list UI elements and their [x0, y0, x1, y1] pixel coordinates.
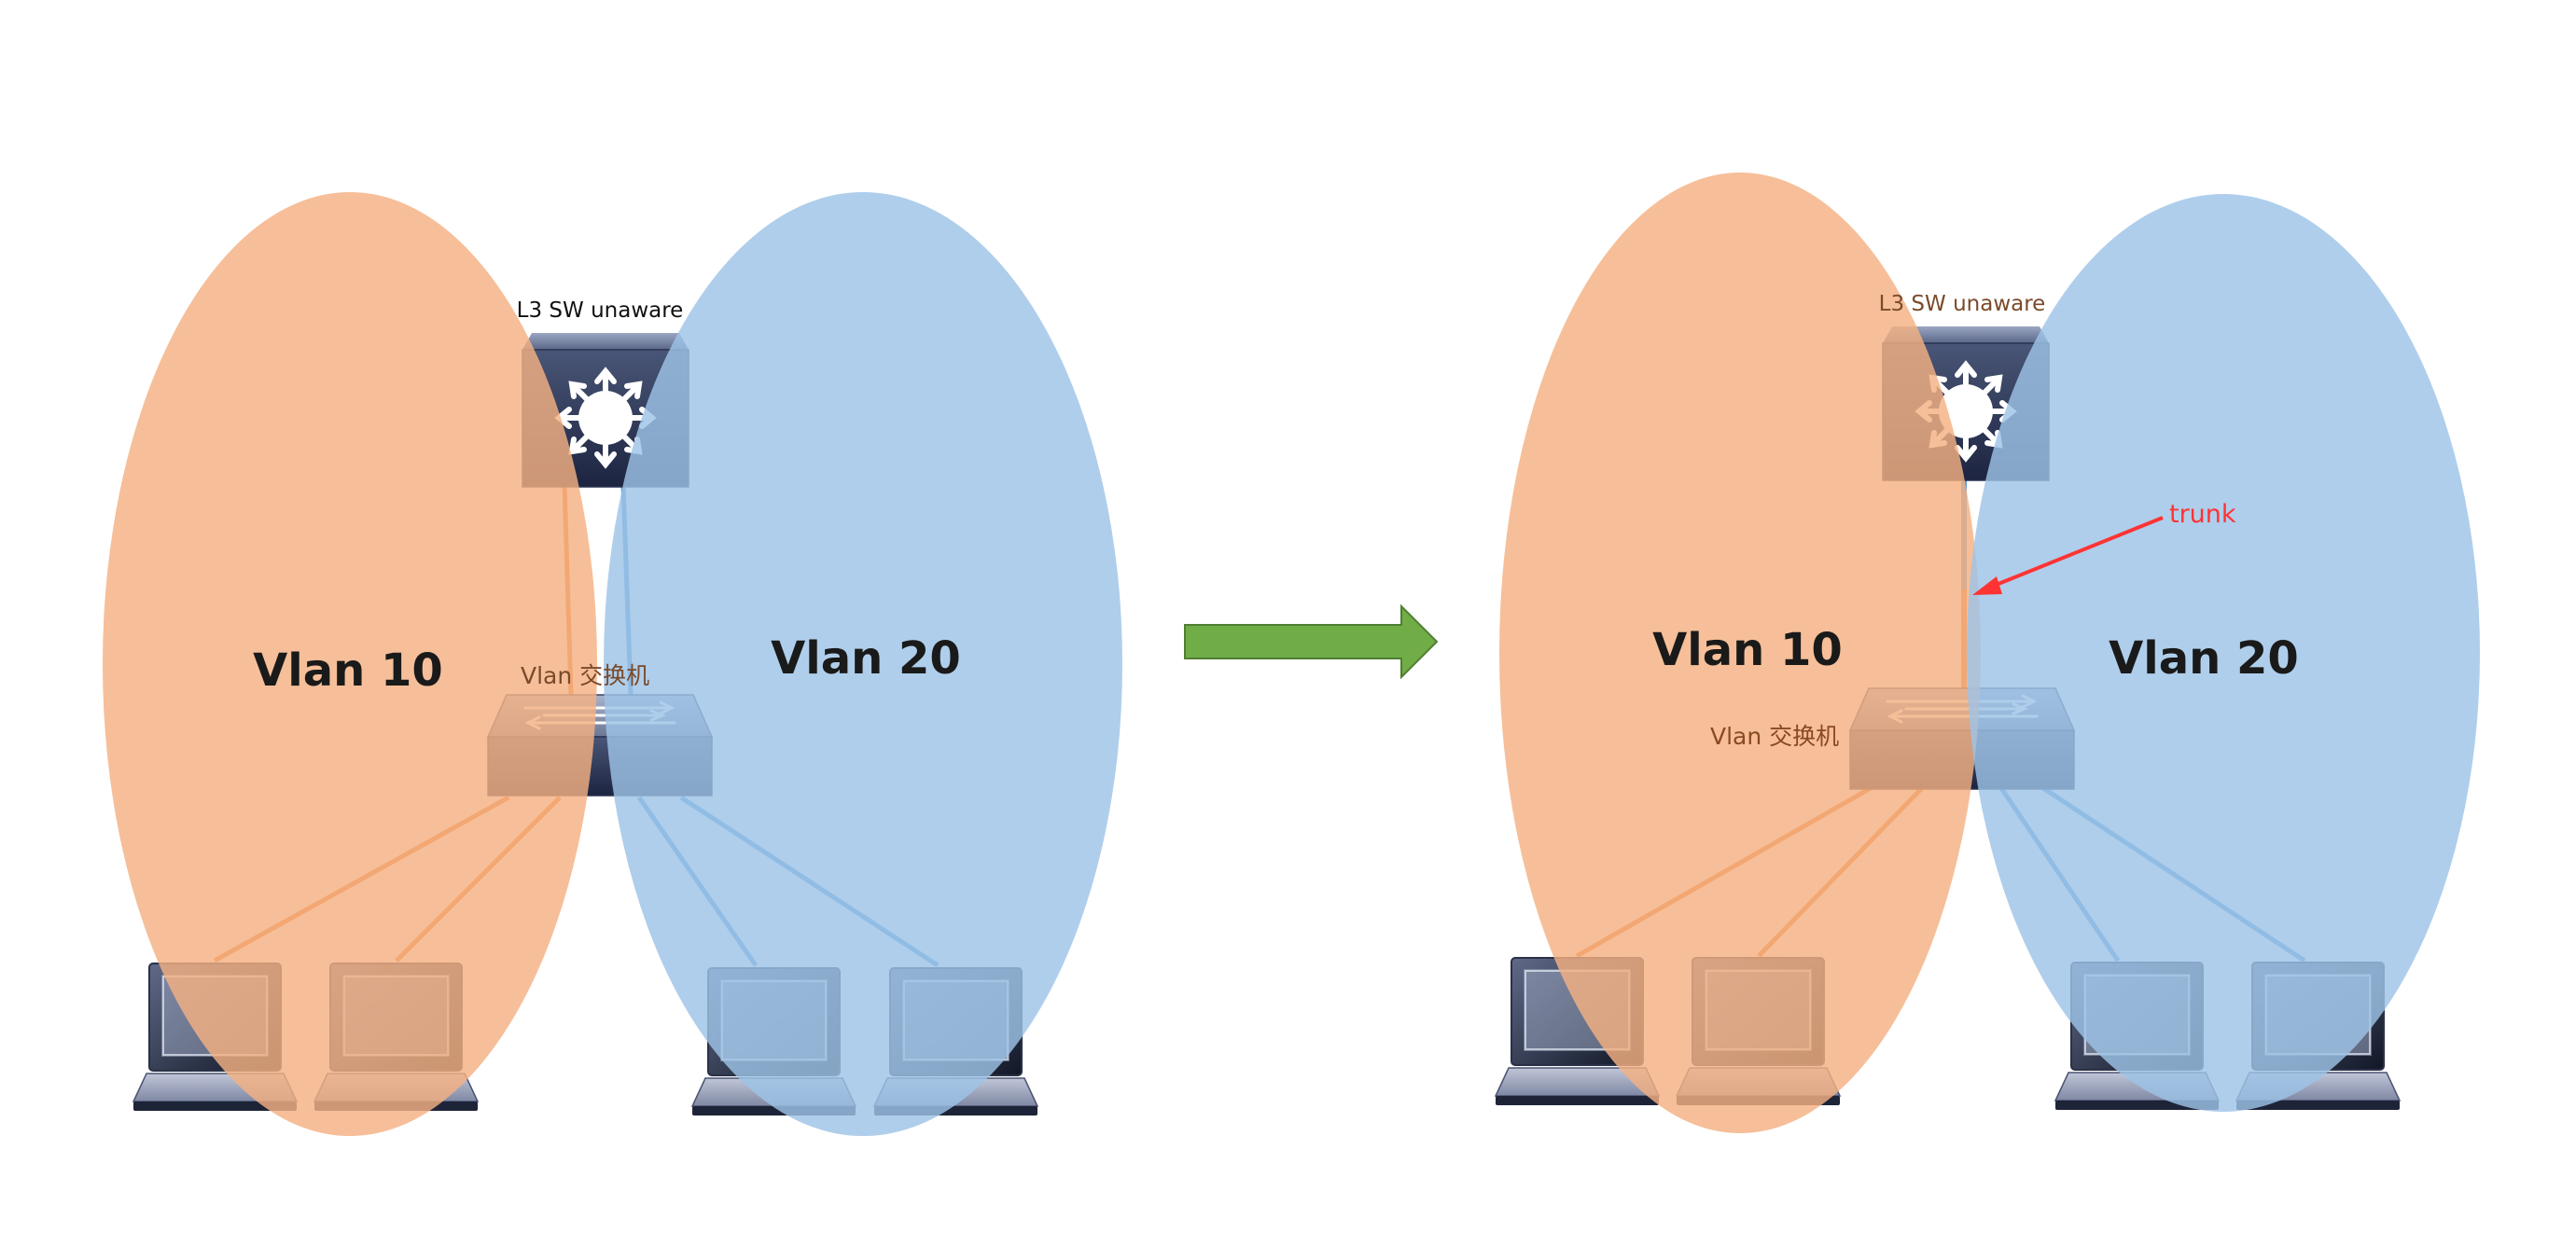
vlan-switch-label: Vlan 交换机: [1710, 723, 1839, 750]
vlan10-region: [1499, 173, 1981, 1133]
l3-switch-label: L3 SW unaware: [517, 298, 684, 323]
trunk-arrowhead-icon: [1972, 576, 2002, 595]
l3-switch-label: L3 SW unaware: [1879, 292, 2046, 316]
vlan10-label: Vlan 10: [1652, 624, 1843, 676]
vlan20-label: Vlan 20: [771, 632, 961, 685]
vlan20-label: Vlan 20: [2109, 632, 2299, 685]
diagram-after: Vlan 10 Vlan 20 L3 SW unaware Vlan 交换机 t…: [1495, 173, 2480, 1133]
vlan20-region: [604, 192, 1122, 1136]
vlan-switch-label: Vlan 交换机: [521, 662, 649, 689]
trunk-annotation-arrow: [1988, 516, 2164, 589]
trunk-label: trunk: [2169, 500, 2236, 529]
diagram-before: Vlan 10 Vlan 20 L3 SW unaware Vlan 交换机: [103, 192, 1122, 1136]
right-arrow-icon: [1184, 603, 1439, 680]
vlan10-label: Vlan 10: [253, 644, 443, 697]
vlan20-region: [1967, 194, 2480, 1112]
vlan10-region: [103, 192, 597, 1136]
